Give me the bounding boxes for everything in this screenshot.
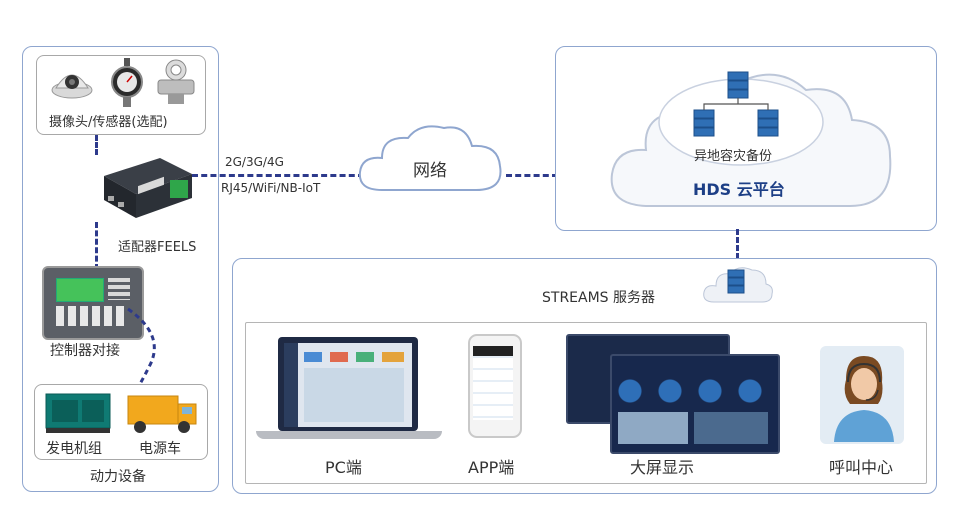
sensor-to-adapter-link [95, 135, 98, 155]
call-center-label: 呼叫中心 [829, 458, 894, 477]
power-truck-icon [127, 395, 197, 433]
controller-screen [56, 278, 104, 302]
app-client-label: APP端 [468, 458, 515, 477]
cloud-to-server-link [736, 229, 739, 267]
sensors-label: 摄像头/传感器(选配) [49, 115, 168, 130]
controller-buttons [56, 306, 126, 326]
network-to-cloud-link [506, 174, 558, 177]
big-screen-map-panel [618, 412, 688, 444]
big-screen-client-label: 大屏显示 [630, 458, 695, 477]
network-cloud-icon [358, 125, 502, 191]
network-label: 网络 [413, 161, 447, 181]
pc-app-map [304, 368, 404, 422]
power-vehicle-label: 电源车 [139, 441, 181, 457]
phone-app-screen [473, 346, 513, 420]
pc-laptop-base [256, 431, 442, 439]
pc-client-label: PC端 [325, 458, 362, 477]
generator-icon [45, 393, 111, 433]
call-center-agent-icon [834, 356, 894, 442]
connection-types-line1: 2G/3G/4G [225, 155, 284, 169]
cloud-platform-title: HDS 云平台 [693, 180, 785, 199]
pc-app-tiles [304, 352, 404, 362]
connection-types-line2: RJ45/WiFi/NB-IoT [221, 181, 321, 195]
gauge-sensor-icon [111, 58, 143, 107]
pc-app-sidebar [284, 343, 298, 427]
camera-icon [51, 74, 93, 99]
controller-status-leds [108, 278, 130, 300]
server-cluster-icon [693, 71, 779, 137]
server-icon [703, 267, 773, 303]
backup-label: 异地容灾备份 [694, 149, 773, 164]
adapter-to-network-link [192, 174, 364, 177]
clients-box [245, 322, 927, 484]
server-label: STREAMS 服务器 [542, 290, 656, 306]
big-screen-gauges [618, 376, 768, 406]
generator-label: 发电机组 [46, 441, 102, 457]
phone-app-header [473, 346, 513, 356]
adapter-label: 适配器FEELS [118, 240, 197, 255]
valve-sensor-icon [157, 59, 195, 104]
adapter-to-controller-link [95, 222, 98, 270]
power-equipment-title: 动力设备 [90, 469, 146, 485]
big-screen-video-panel [694, 412, 768, 444]
controller-label: 控制器对接 [50, 343, 120, 359]
adapter-device-icon [104, 158, 192, 218]
